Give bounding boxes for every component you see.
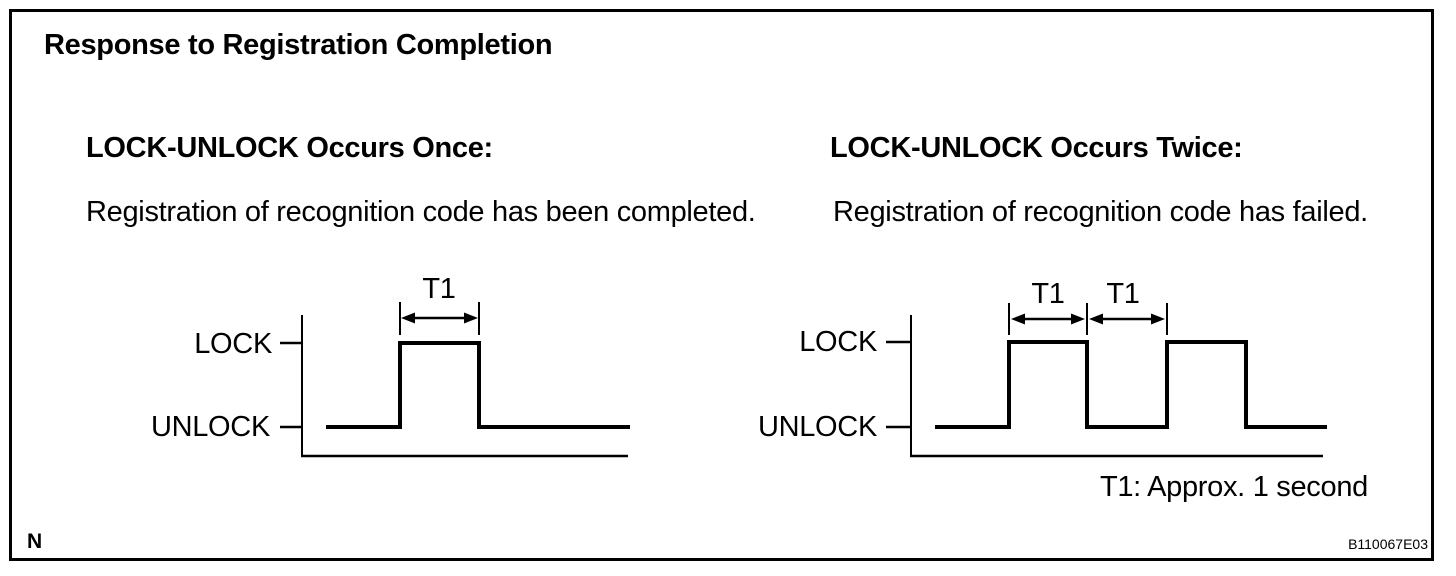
waveform-twice-diagram xyxy=(886,303,1327,458)
waveform-twice-unlock-label: UNLOCK xyxy=(757,411,877,443)
figure-code: B110067E03 xyxy=(1348,536,1428,552)
waveform-twice-t1-first-label: T1 xyxy=(1031,278,1065,310)
arrowhead-right-icon xyxy=(464,312,478,324)
figure-border-frame xyxy=(9,9,1434,561)
section-once-heading: LOCK-UNLOCK Occurs Once: xyxy=(86,132,493,164)
arrowhead-left-icon xyxy=(1011,313,1025,325)
page-marker: N xyxy=(27,530,42,553)
arrowhead-right-icon xyxy=(1151,313,1165,325)
waveform-once-unlock-label: UNLOCK xyxy=(150,411,270,443)
section-once-description: Registration of recognition code has bee… xyxy=(86,196,756,228)
twice-waveform-trace xyxy=(935,340,1327,429)
arrowhead-left-icon xyxy=(1089,313,1103,325)
once-waveform-trace xyxy=(326,341,630,429)
arrowhead-left-icon xyxy=(401,312,415,324)
waveform-twice-t1-second-label: T1 xyxy=(1106,278,1140,310)
waveform-once-t1-label: T1 xyxy=(422,273,456,305)
t1-definition-caption: T1: Approx. 1 second xyxy=(1099,471,1368,503)
figure-title: Response to Registration Completion xyxy=(44,29,553,61)
waveform-once-diagram xyxy=(280,302,630,458)
section-twice-description: Registration of recognition code has fai… xyxy=(833,196,1368,228)
waveform-once-lock-label: LOCK xyxy=(194,328,272,360)
waveform-twice-lock-label: LOCK xyxy=(799,326,877,358)
arrowhead-right-icon xyxy=(1071,313,1085,325)
section-twice-heading: LOCK-UNLOCK Occurs Twice: xyxy=(830,132,1243,164)
